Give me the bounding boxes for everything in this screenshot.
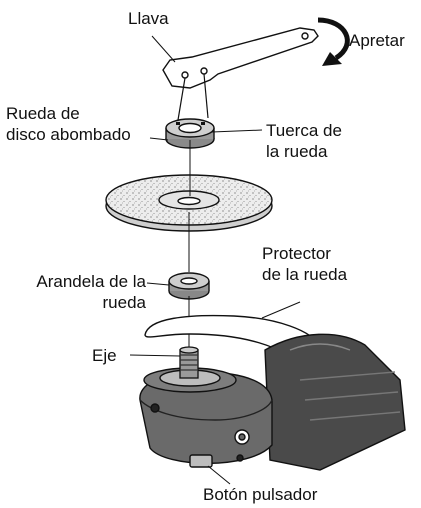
push-button-label: Botón pulsador — [203, 485, 318, 504]
wheel-guard-label-line-1: Protector — [262, 244, 331, 263]
wheel-nut-label: Tuerca de la rueda — [266, 120, 342, 162]
wheel-nut-label-line-1: Tuerca de — [266, 121, 342, 140]
grinder-body-part — [139, 333, 406, 471]
wheel-guard-label: Protector de la rueda — [262, 243, 347, 285]
grinding-wheel-label: Rueda de disco abombado — [6, 103, 131, 145]
wheel-washer-label-line-1: Arandela de la — [36, 272, 146, 291]
wheel-washer-label-line-2: rueda — [102, 293, 146, 312]
spindle-label: Eje — [92, 346, 117, 365]
wheel-guard-label-line-2: de la rueda — [262, 265, 348, 284]
wrench-pins — [177, 73, 209, 121]
wrench-label: Llava — [128, 9, 169, 28]
wheel-nut-label-line-2: la rueda — [266, 142, 328, 161]
tighten-arrow-icon — [317, 17, 350, 66]
wheel-nut-part — [165, 118, 215, 149]
grinding-wheel-part — [105, 174, 273, 232]
grinding-wheel-label-line-1: Rueda de — [6, 104, 80, 123]
spindle-part — [179, 346, 199, 379]
wrench-part — [162, 27, 319, 89]
tighten-label: Apretar — [349, 31, 405, 50]
wheel-washer-label: Arandela de la rueda — [12, 271, 146, 313]
wheel-washer-part — [168, 272, 210, 300]
grinding-wheel-label-line-2: disco abombado — [6, 125, 131, 144]
leader-lines — [129, 35, 301, 485]
